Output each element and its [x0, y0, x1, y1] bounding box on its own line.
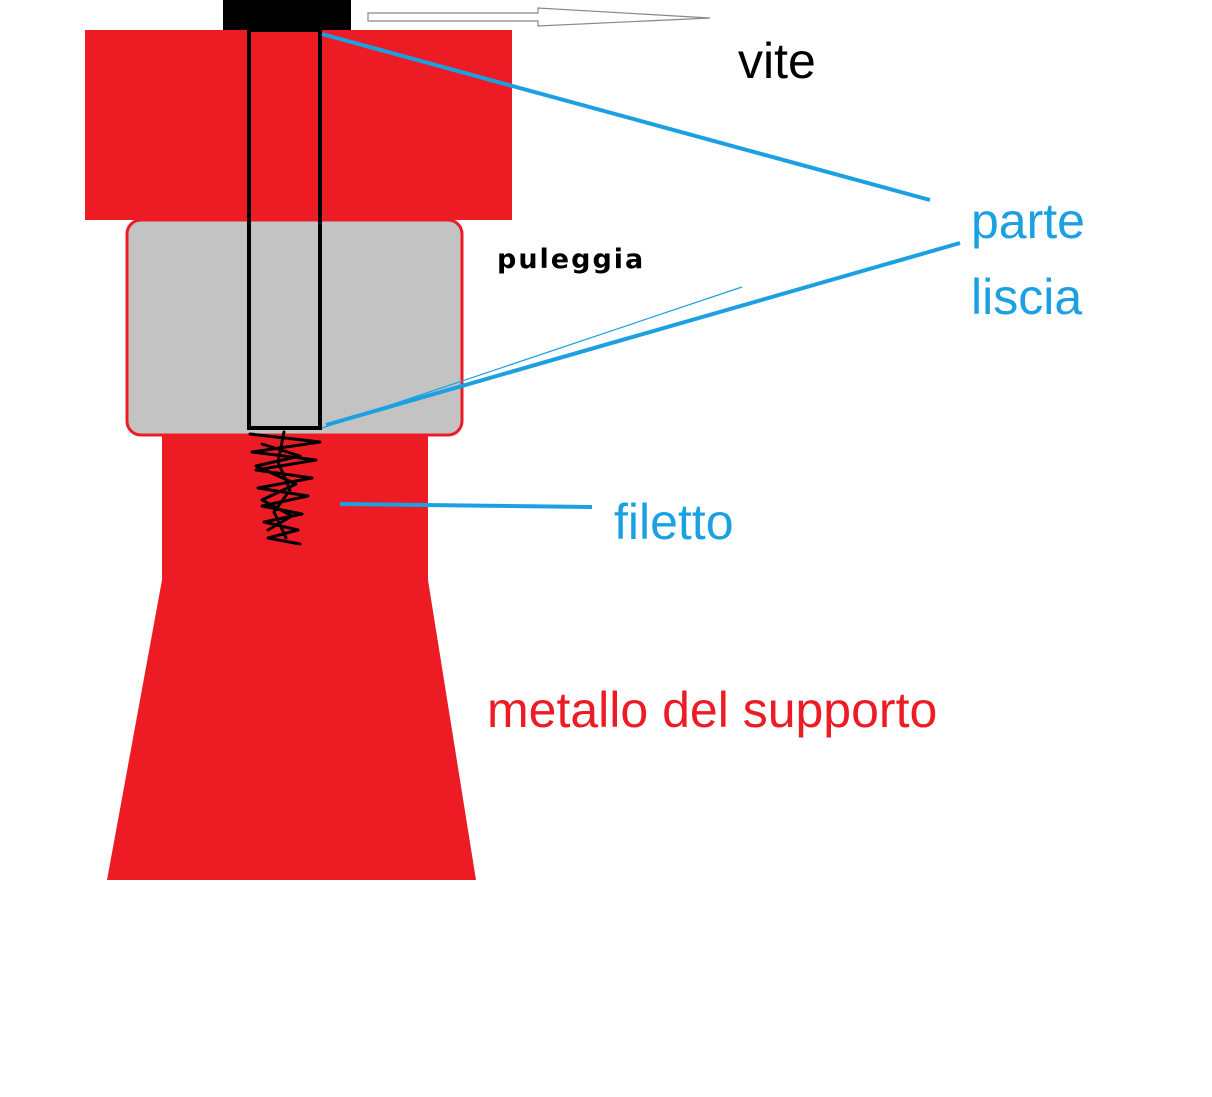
- screw-label: vite: [738, 33, 816, 89]
- smooth-part-label-line1: parte: [971, 193, 1085, 249]
- pulley-label: puleggia: [497, 244, 646, 275]
- support-metal-label: metallo del supporto: [487, 682, 938, 738]
- leader-line-filetto: [339, 502, 593, 509]
- leader-line-parte-liscia-thin: [321, 286, 743, 429]
- screw-shank: [247, 28, 322, 430]
- support-base: [107, 580, 476, 880]
- thread-label: filetto: [614, 494, 734, 550]
- pulley: [125, 218, 464, 437]
- screw-head: [223, 0, 351, 30]
- screw-pointer-arrow: [367, 7, 711, 27]
- leader-line-parte-liscia-bottom: [325, 241, 961, 427]
- thread-scribble: [248, 430, 322, 546]
- upper-support-block: [85, 30, 512, 220]
- leader-line-parte-liscia-top: [321, 32, 931, 202]
- smooth-part-label-line2: liscia: [971, 269, 1083, 325]
